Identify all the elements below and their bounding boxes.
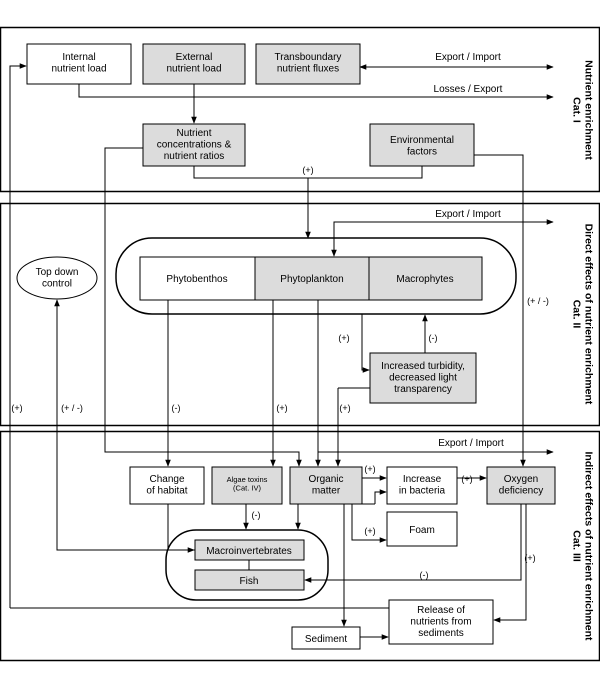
export-import-label-2: Export / Import — [435, 209, 501, 220]
sign-plus-foam: (+) — [364, 526, 375, 536]
sign-plus-turb: (+) — [338, 333, 349, 343]
export-import-label-3: Export / Import — [438, 438, 504, 449]
change-of-habitat-box — [129, 466, 205, 505]
sign-plusminus-left: (+ / -) — [61, 403, 83, 413]
internal-load-box — [26, 43, 132, 85]
section-label-cat1: Nutrient enrichmentCat. I — [570, 60, 594, 160]
phytobenthos-label: Phytobenthos — [166, 274, 227, 285]
macrophytes-label: Macrophytes — [396, 274, 453, 285]
section-label-cat3: Indirect effects of nutrient enrichmentC… — [570, 451, 594, 641]
nutrient-concentrations-box — [142, 123, 246, 167]
section-label-cat2: Direct effects of nutrient enrichmentCat… — [570, 224, 594, 405]
algae-toxins-box — [211, 466, 283, 505]
phytoplankton-label: Phytoplankton — [280, 274, 343, 285]
sign-plus-bact-oxy: (+) — [461, 474, 472, 484]
sign-minus-benthos: (-) — [172, 403, 181, 413]
macrophytes-box — [368, 256, 483, 301]
sign-plus-oxy-down: (+) — [524, 553, 535, 563]
top-down-control-ellipse — [16, 256, 98, 300]
connectors — [9, 63, 554, 640]
foam-label: Foam — [409, 525, 435, 536]
sediment-label: Sediment — [305, 634, 347, 645]
external-load-box — [142, 43, 246, 85]
sign-plus-conc: (+) — [302, 165, 313, 175]
export-import-label-1: Export / Import — [435, 52, 501, 63]
release-nutrients-box — [388, 599, 494, 645]
organic-matter-box — [289, 466, 363, 505]
fish-label: Fish — [240, 576, 259, 587]
foam-box — [386, 511, 458, 547]
sign-plus-om-bact: (+) — [364, 464, 375, 474]
primary-producers-container — [115, 237, 517, 315]
turbidity-box — [369, 352, 477, 404]
algae-toxins-label: Algae toxins(Cat. IV) — [227, 475, 268, 493]
sign-plus-left: (+) — [11, 403, 22, 413]
macroinvertebrates-label: Macroinvertebrates — [206, 546, 292, 557]
increase-bacteria-box — [386, 466, 458, 505]
transboundary-box — [255, 43, 361, 85]
sediment-box — [291, 626, 361, 650]
losses-export-label: Losses / Export — [434, 84, 503, 95]
fauna-container — [165, 529, 329, 601]
environmental-factors-box — [369, 123, 475, 167]
sign-plus-plankton: (+) — [276, 403, 287, 413]
phytoplankton-box — [254, 256, 370, 301]
sign-plusminus-env: (+ / -) — [527, 296, 549, 306]
sign-plus-organic: (+) — [339, 403, 350, 413]
sign-minus-toxins: (-) — [252, 510, 261, 520]
sign-minus-fish: (-) — [420, 570, 429, 580]
sign-minus-macro: (-) — [429, 333, 438, 343]
